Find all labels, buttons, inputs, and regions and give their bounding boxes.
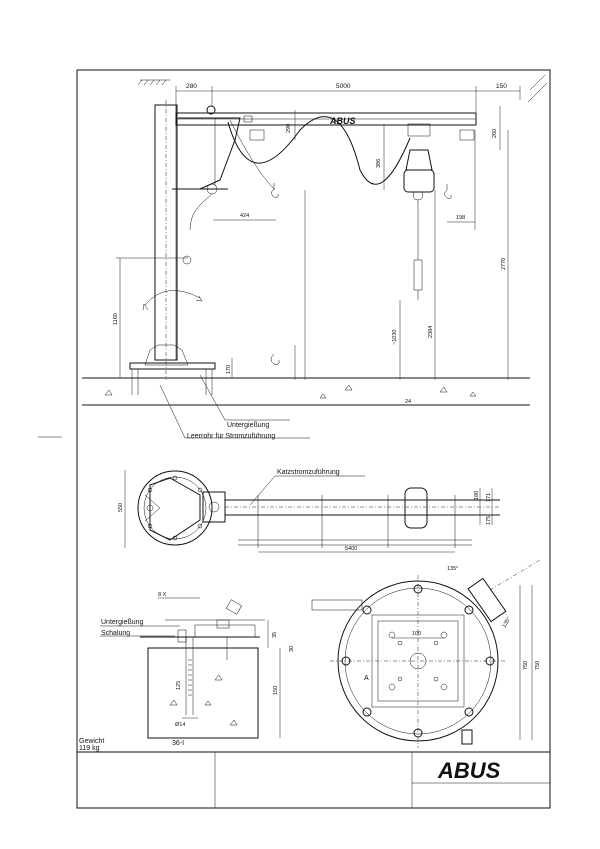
label-schalung: Schalung	[101, 630, 130, 637]
section-mark-a: A	[364, 675, 369, 682]
dim-100: 100	[412, 631, 421, 637]
dim-150: 150	[496, 83, 507, 90]
dim-2770: 2770	[501, 258, 507, 270]
dim-750-a: 750	[523, 661, 529, 670]
dim-171: 171	[486, 493, 492, 502]
dim-8x: 8 X	[158, 592, 167, 598]
dim-1160: 1160	[113, 313, 119, 325]
dim-35: 35	[272, 632, 278, 638]
foundation-detail: 8 X 35 30 150 125 Ø14 Untergießung Schal…	[79, 592, 295, 752]
label-katzstrom: Katzstromzuführung	[277, 469, 340, 476]
title-block-logo: ABUS	[437, 758, 501, 783]
dim-550: 550	[118, 503, 124, 512]
dim-386: 386	[376, 159, 382, 168]
dim-5000: 5000	[336, 83, 351, 90]
base-plate-view: 750 750 100 135° 135° A	[311, 559, 541, 748]
label-gewicht-value: 119 kg	[79, 745, 100, 752]
drawing-frame	[76, 69, 551, 809]
dim-150: 150	[273, 686, 279, 695]
jib-logo: ABUS	[329, 116, 356, 126]
label-untergiessung-2: Untergießung	[101, 619, 144, 626]
elevation-labels: Untergießung Leerrohr für Stromzuführung	[159, 374, 310, 440]
dim-260: 260	[492, 129, 498, 138]
dim-135-a: 135°	[447, 566, 458, 572]
dim-135-b: 135°	[502, 616, 513, 629]
dim-198: 198	[456, 215, 465, 221]
dim-1030: ~1030	[392, 330, 398, 345]
label-leerrohr: Leerrohr für Stromzuführung	[187, 433, 275, 440]
dim-5400: 5400	[345, 546, 357, 552]
anchor-holes	[341, 584, 495, 738]
elevation-dimensions: 280 5000 150 290 260 386 424 198 2770 23…	[113, 83, 521, 380]
label-gewicht: Gewicht	[79, 738, 104, 745]
label-untergiessung: Untergießung	[227, 422, 270, 429]
dim-170: 170	[226, 365, 232, 374]
crane-elevation: 24 ABUS	[82, 74, 548, 406]
dim-750-b: 750	[535, 661, 541, 670]
dim-180: 180	[474, 491, 480, 500]
label-profile: 36-I	[172, 740, 184, 747]
dim-2384: 2384	[428, 326, 434, 338]
dim-d14: Ø14	[175, 722, 185, 728]
dim-125: 125	[176, 681, 182, 690]
dim-175: 175	[486, 516, 492, 525]
dim-30: 30	[289, 646, 295, 652]
title-block: ABUS	[77, 751, 550, 808]
dim-290: 290	[286, 124, 292, 133]
dim-424: 424	[240, 213, 249, 219]
crane-plan-view: 550 5400 180 175 171 Katzstromzuführung	[118, 469, 500, 553]
dim-24: 24	[405, 399, 411, 405]
dim-280: 280	[186, 83, 197, 90]
